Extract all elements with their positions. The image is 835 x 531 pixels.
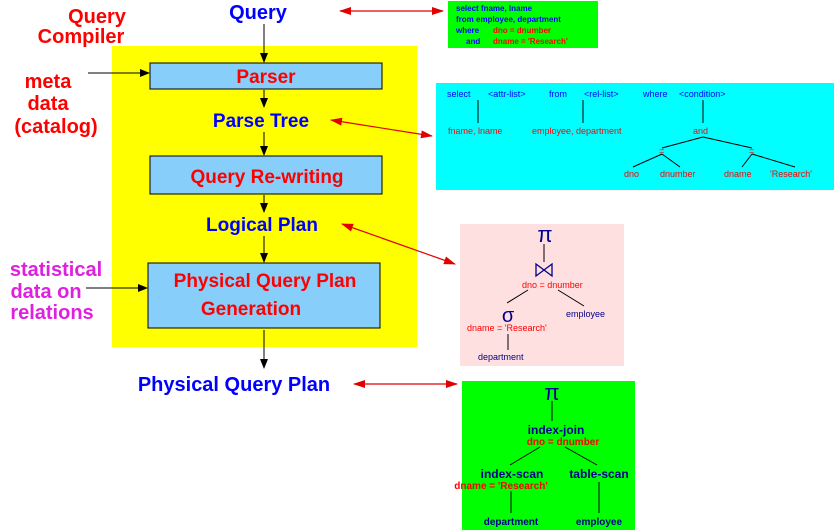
pt-research: 'Research'	[770, 169, 812, 179]
pp-scan-condition: dname = 'Research'	[454, 481, 547, 492]
sql-and-keyword: and	[466, 37, 480, 46]
lp-employee: employee	[566, 309, 605, 319]
physical-gen-box	[147, 262, 381, 329]
lp-department: department	[478, 352, 524, 362]
link-parsetree-box	[330, 117, 433, 139]
pt-attr-list: <attr-list>	[488, 89, 526, 99]
pt-eq1: =	[659, 146, 664, 156]
physical-gen-line1: Physical Query Plan	[174, 271, 357, 292]
pt-rel-list: <rel-list>	[584, 89, 619, 99]
physical-plan-label: Physical Query Plan	[138, 374, 330, 396]
stats-line2: data on	[10, 281, 81, 303]
pp-join-condition: dno = dnumber	[527, 437, 600, 448]
pp-index-scan: index-scan	[481, 467, 544, 481]
sql-line1: select fname, lname	[456, 4, 533, 13]
logical-plan-label: Logical Plan	[206, 215, 318, 236]
stats-line1: statistical	[10, 259, 102, 281]
sql-where-condition: dno = dnumber	[493, 26, 551, 35]
pp-employee: employee	[576, 517, 623, 528]
pt-attrs: fname, lname	[448, 126, 503, 136]
pt-where: where	[642, 89, 668, 99]
sql-line2: from employee, department	[456, 15, 561, 24]
rewriting-box	[149, 155, 383, 195]
metadata-line1: meta	[25, 71, 73, 93]
parse-tree-box	[436, 83, 834, 190]
pp-index-join: index-join	[528, 423, 585, 437]
parser-label: Parser	[236, 67, 296, 88]
physical-plan-edges	[509, 401, 600, 513]
query-label: Query	[229, 2, 288, 24]
pt-condition: <condition>	[679, 89, 726, 99]
pp-department: department	[484, 517, 539, 528]
parse-tree-edges	[477, 100, 796, 168]
metadata-line2: data	[27, 93, 69, 115]
physical-plan-box	[462, 381, 635, 530]
pp-pi: π	[544, 380, 559, 405]
pt-rels: employee, department	[532, 126, 622, 136]
stats-line3: relations	[10, 302, 93, 324]
join-bowtie-icon	[535, 262, 553, 278]
physical-gen-line2: Generation	[201, 299, 301, 320]
lp-join-condition: dno = dnumber	[522, 280, 583, 290]
lp-pi: π	[537, 222, 552, 247]
parser-box	[149, 62, 383, 90]
compiler-title-line2: Compiler	[38, 26, 125, 48]
compiler-title-line1: Query	[68, 6, 127, 28]
pt-select: select	[447, 89, 471, 99]
pt-from: from	[549, 89, 567, 99]
logical-plan-box	[460, 224, 624, 366]
parse-tree-label: Parse Tree	[213, 111, 309, 132]
pt-dno: dno	[624, 169, 639, 179]
sql-where-keyword: where	[455, 26, 480, 35]
sql-and-condition: dname = 'Research'	[493, 37, 568, 46]
lp-sigma: σ	[502, 305, 515, 327]
pt-dnumber: dnumber	[660, 169, 696, 179]
rewriting-label: Query Re-writing	[190, 167, 343, 188]
lp-selection-condition: dname = 'Research'	[467, 323, 547, 333]
link-logical-box	[341, 223, 456, 265]
logical-plan-edges	[506, 244, 585, 350]
pt-and: and	[693, 126, 708, 136]
pt-eq2: =	[749, 146, 754, 156]
pt-dname: dname	[724, 169, 752, 179]
pp-table-scan: table-scan	[569, 467, 628, 481]
metadata-line3: (catalog)	[14, 116, 97, 138]
sql-box	[448, 1, 598, 48]
